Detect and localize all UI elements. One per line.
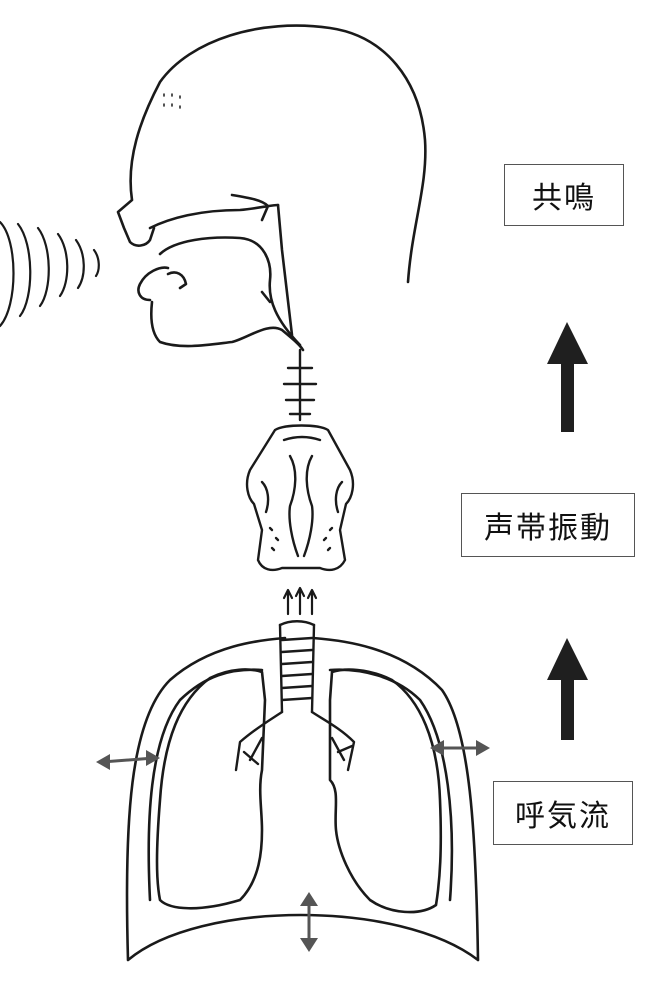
nasal-cavity: [148, 193, 280, 230]
sound-waves: [0, 220, 100, 328]
larynx: [245, 424, 355, 572]
resonance-label: 共鳴: [504, 164, 624, 226]
pharynx-line: [276, 203, 294, 337]
airflow-label: 呼気流: [493, 781, 633, 845]
chest-inner: [147, 668, 454, 902]
chest-wall: [125, 636, 480, 962]
vibration-ticks: [282, 348, 318, 422]
trachea: [234, 620, 356, 772]
head-outline: [116, 24, 427, 352]
right-rib-double-arrow: [430, 740, 490, 756]
airflow-small-arrows: [282, 586, 318, 616]
left-rib-double-arrow: [96, 750, 160, 770]
right-lung: [328, 668, 443, 914]
upward-arrow-top: [547, 322, 588, 432]
face-dots: [163, 93, 181, 109]
left-lung: [155, 668, 267, 910]
vocal-fold-vibration-label: 声帯振動: [461, 493, 635, 557]
diaphragm-double-arrow: [300, 892, 318, 952]
oral-cavity: [158, 236, 302, 347]
upward-arrow-bottom: [547, 638, 588, 740]
